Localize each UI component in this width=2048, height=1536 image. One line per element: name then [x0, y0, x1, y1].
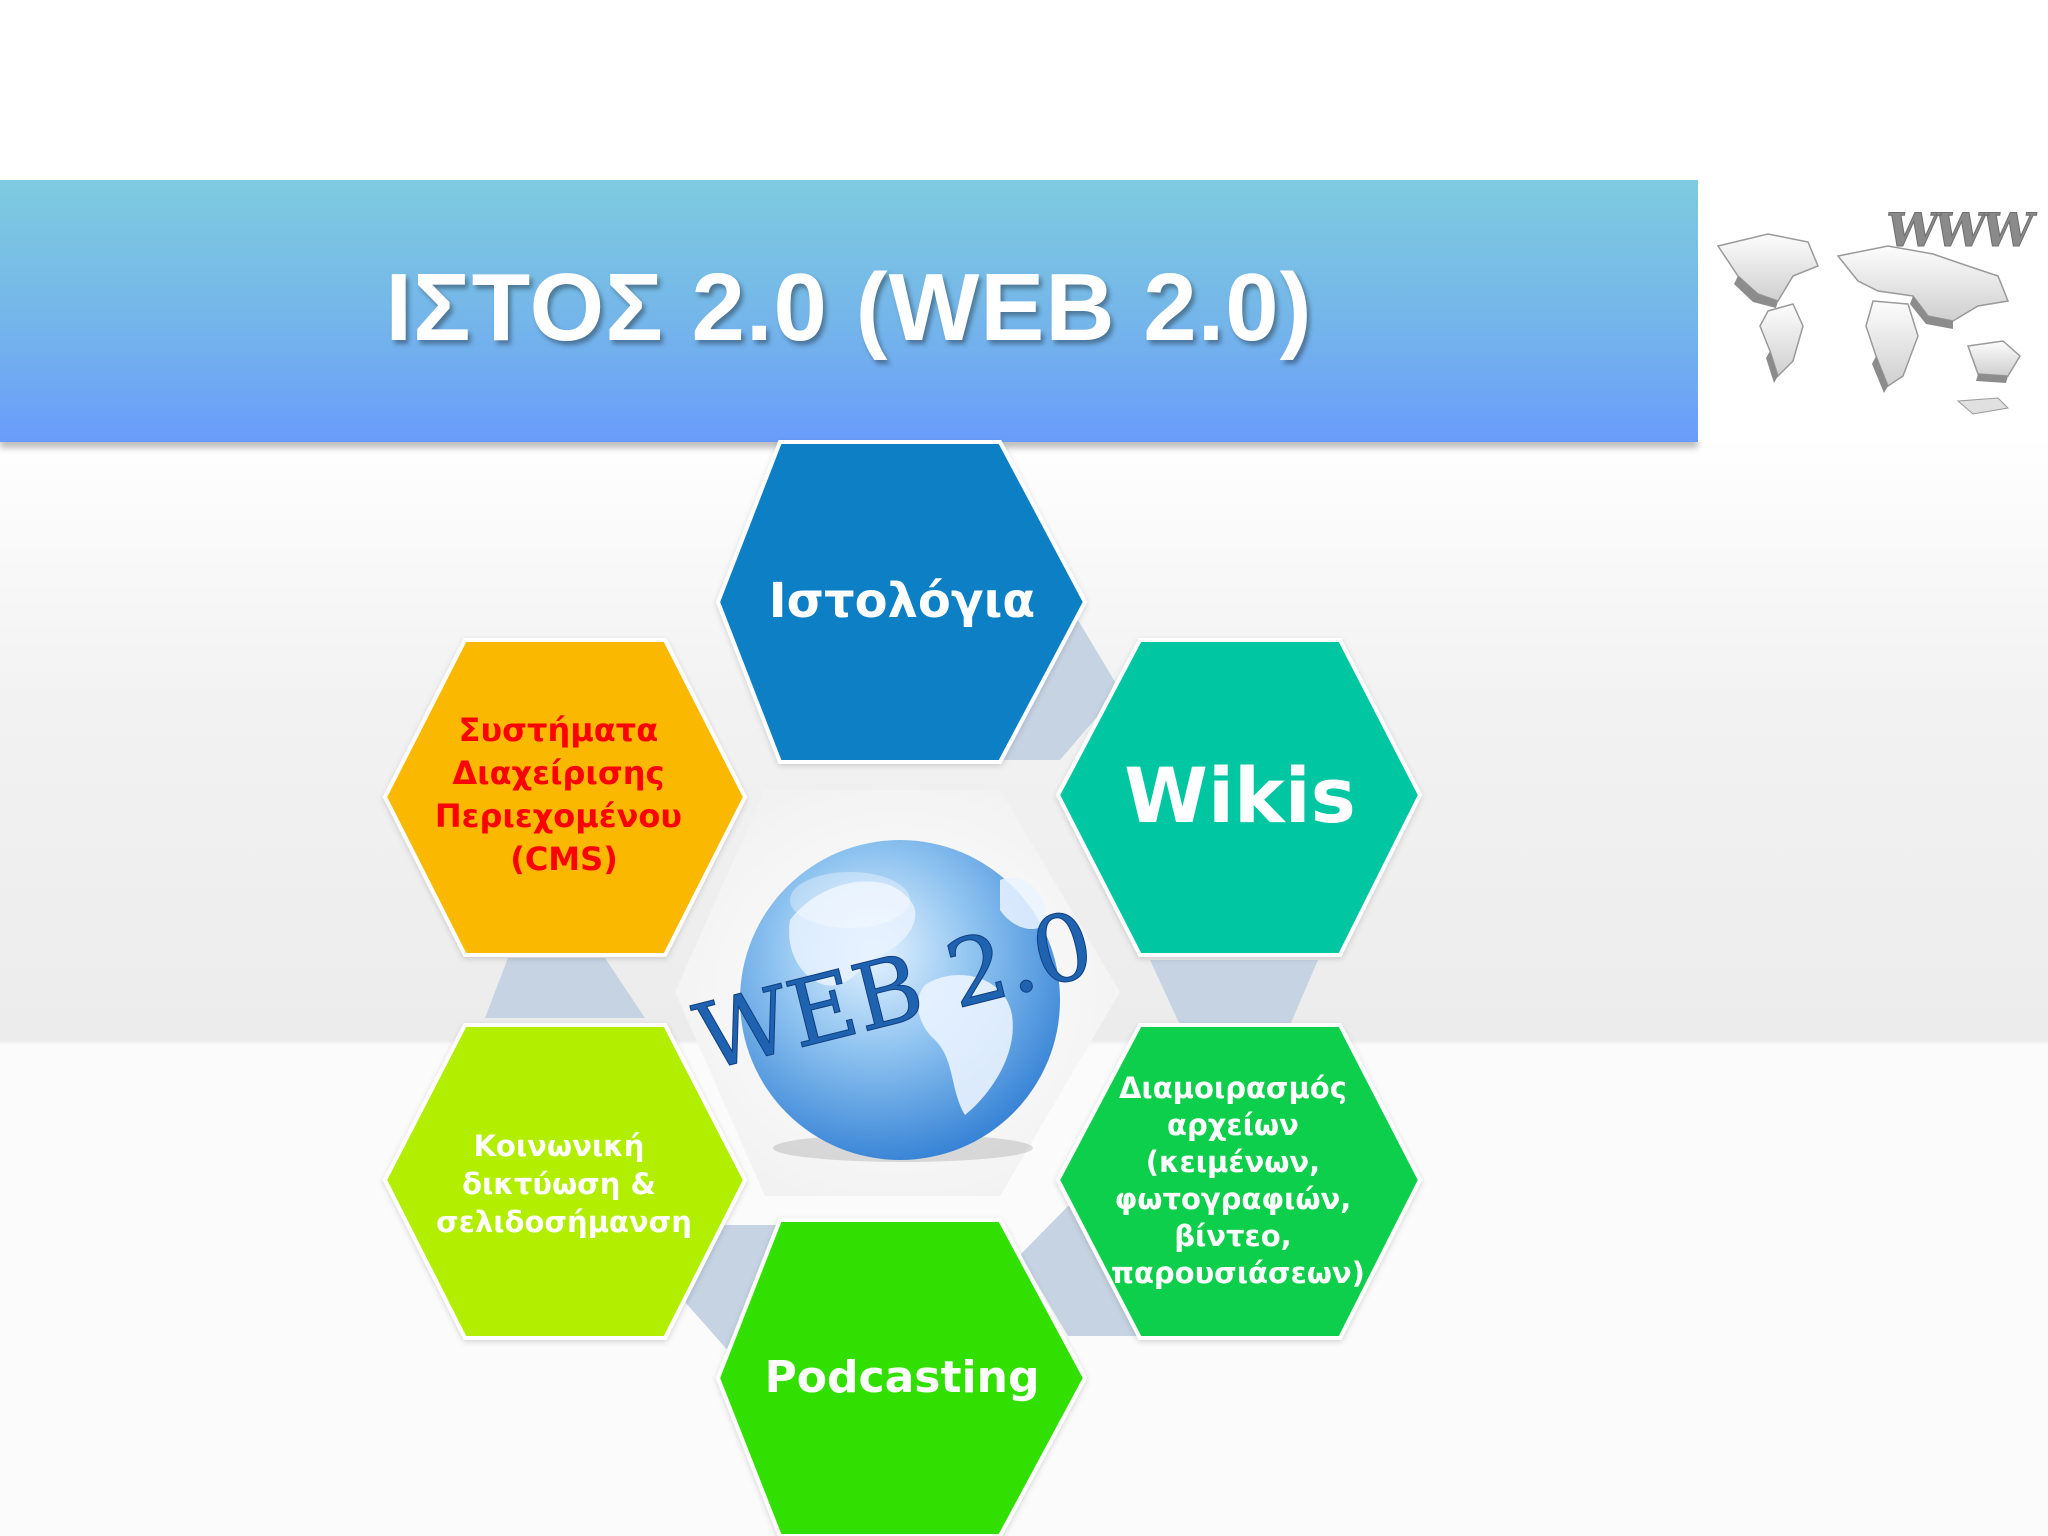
hex-cms-label: Συστήματα Διαχείρισης Περιεχομένου (CMS)	[435, 711, 693, 878]
title-banner: ΙΣΤΟΣ 2.0 (WEB 2.0)	[0, 180, 1698, 442]
slide-title: ΙΣΤΟΣ 2.0 (WEB 2.0)	[385, 254, 1313, 361]
world-map-www-image: WWW	[1698, 176, 2048, 442]
center-hexagon: WEB 2.0	[675, 790, 1120, 1196]
connector-social-cms	[485, 958, 645, 1018]
hex-blogs: Ιστολόγια	[715, 440, 1088, 764]
hex-wikis-label: Wikis	[1124, 751, 1356, 840]
hex-podcasting: Podcasting	[715, 1218, 1088, 1536]
hex-podcasting-label: Podcasting	[765, 1352, 1040, 1403]
world-map-icon: WWW	[1716, 203, 2039, 415]
connector-blogs-wikis	[1000, 610, 1120, 760]
hex-file-sharing-label: Διαμοιρασμός αρχείων (κειμένων, φωτογραφ…	[1111, 1071, 1365, 1290]
hex-social: Κοινωνική δικτύωση & σελιδοσήμανση	[382, 1023, 748, 1340]
hex-social-label: Κοινωνική δικτύωση & σελιδοσήμανση	[436, 1129, 692, 1239]
connector-wikis-filesharing	[1150, 960, 1318, 1025]
globe-icon	[740, 840, 1060, 1162]
hex-cms: Συστήματα Διαχείρισης Περιεχομένου (CMS)	[382, 638, 748, 957]
hex-blogs-label: Ιστολόγια	[769, 573, 1036, 629]
hex-wikis: Wikis	[1055, 638, 1423, 957]
connector-filesharing-podcasting	[1020, 1196, 1140, 1336]
www-sign: WWW	[1882, 203, 2039, 257]
hex-file-sharing: Διαμοιρασμός αρχείων (κειμένων, φωτογραφ…	[1055, 1023, 1423, 1340]
